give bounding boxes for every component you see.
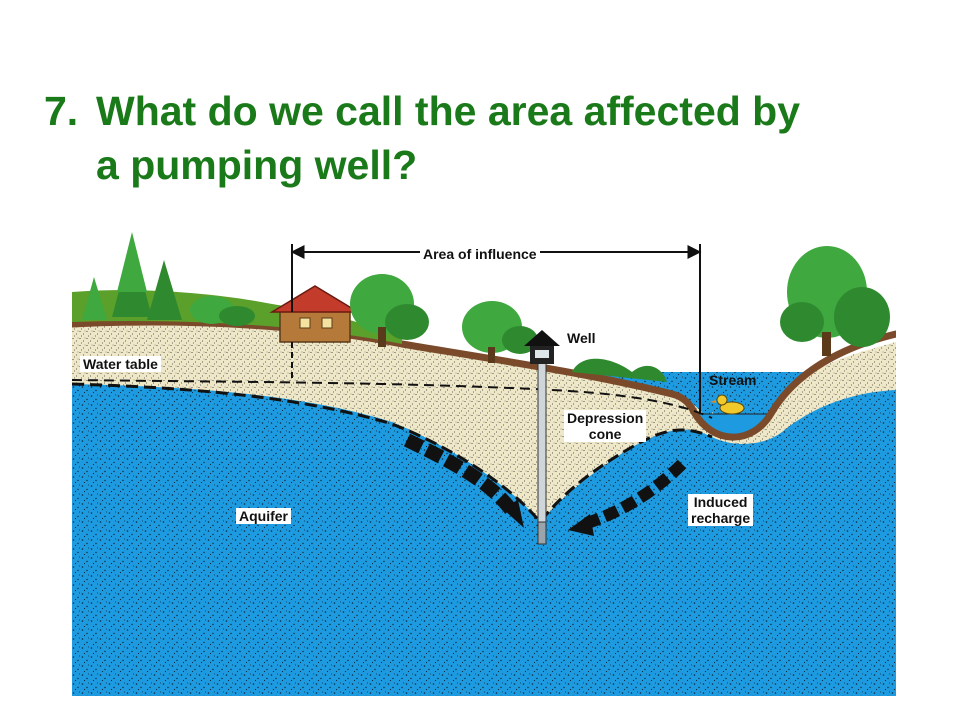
question-number: 7. <box>44 88 79 134</box>
depression-cone-line <box>72 382 713 525</box>
flow-arrow-right <box>568 459 687 536</box>
label-induced-recharge-line-1: Induced <box>693 494 748 510</box>
label-area-of-influence: Area of influence <box>420 246 540 262</box>
question-line-1: What do we call the area affected by <box>96 88 801 134</box>
label-water-table: Water table <box>80 356 161 372</box>
label-induced-recharge: Induced recharge <box>688 494 754 526</box>
flow-arrow-left <box>403 433 524 528</box>
house <box>269 285 361 343</box>
label-depression-cone-line-2: cone <box>588 426 622 442</box>
slide-title: 7. What do we call the area affected by … <box>44 84 934 192</box>
trees-left <box>82 232 255 326</box>
groundwater-diagram: Area of influence Well Water table Strea… <box>72 232 896 696</box>
trees-right <box>780 246 890 356</box>
diagram-illustration <box>72 232 896 696</box>
pumping-well <box>524 330 560 545</box>
label-depression-cone: Depression cone <box>564 410 647 442</box>
label-induced-recharge-line-2: recharge <box>691 510 751 526</box>
title-row: 7. What do we call the area affected by <box>44 84 934 138</box>
question-line-2: a pumping well? <box>96 142 418 188</box>
label-depression-cone-line-1: Depression <box>567 410 644 426</box>
label-stream: Stream <box>709 372 757 388</box>
unsaturated-zone <box>72 320 896 522</box>
duck <box>710 394 745 415</box>
label-aquifer: Aquifer <box>236 508 291 524</box>
label-well: Well <box>567 330 596 346</box>
original-water-table <box>72 379 713 419</box>
trees-middle <box>350 274 667 382</box>
